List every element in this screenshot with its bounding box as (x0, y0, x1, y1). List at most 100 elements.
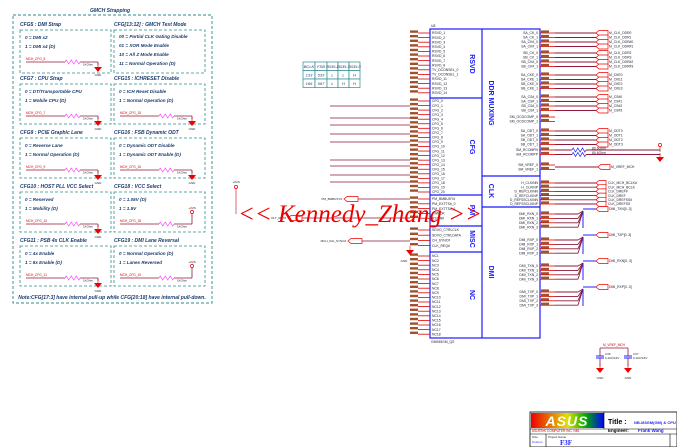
pin-name: RSVD_7 (432, 59, 445, 63)
strap-option-text: 00 = Partial CLK Gating Disable (119, 34, 188, 39)
net-wire (577, 262, 584, 280)
pin-name: NC13 (432, 309, 441, 313)
net-label: M_CKE3 (609, 87, 623, 91)
resistor-value: 1KOhm (177, 171, 188, 175)
ground-icon (94, 175, 102, 180)
pin-number-icon (410, 67, 418, 70)
pin-number-icon (410, 162, 418, 165)
pin-name: SM_OCDCOMP_0 (510, 115, 539, 119)
net-wire (577, 288, 584, 306)
strap-net-label: MCH_CFG_19 (120, 273, 141, 277)
pin-name: RSVD_13 (432, 86, 447, 90)
pin-number-icon (541, 30, 549, 33)
pin-name: PM_EXTTS#_1 (432, 207, 456, 211)
pin-number-icon (410, 112, 418, 115)
strap-net-label: MCH_CFG_11 (26, 273, 47, 277)
bus-label: DMI_RXP[0..3] (609, 285, 632, 289)
strap-option-text: 0 = DMI x2 (25, 35, 48, 40)
pin-name: CFG_3 (432, 113, 443, 117)
pin-name: DMI_RXP_3 (519, 251, 538, 255)
table-cell-value: L (331, 73, 333, 78)
pin-number-icon (410, 313, 418, 316)
net-label: M_CKE2 (609, 82, 623, 86)
strap-option-text: 0 = Normal Operation (D) (119, 251, 174, 256)
net-label: M_CS#0 (609, 95, 622, 99)
pin-name: SB_ODT_1 (521, 143, 538, 147)
ground-label: GND (95, 73, 103, 77)
table-cell-value: 133 (306, 73, 313, 78)
pin-name: NC2 (432, 259, 439, 263)
pin-name: DMI_TXP_1 (520, 295, 539, 299)
net-label: M_CLK_DDR#2 (609, 60, 633, 64)
size-value: Custom (532, 440, 543, 444)
pin-number-icon (410, 98, 418, 101)
pin-name: DMI_RXN_2 (519, 221, 538, 225)
net-label: MCH_ICH_SYNC# (321, 239, 347, 243)
pin-number-icon (541, 246, 549, 249)
pin-name: SM_RCOMPN (516, 148, 539, 152)
pin-number-icon (541, 76, 549, 80)
pin-number-icon (410, 148, 418, 151)
capacitor-value: 0.1UF/16V (633, 356, 647, 360)
pin-name: SDVO_CTRLDATA (432, 233, 462, 237)
strap-cell-box (113, 191, 206, 233)
net-label: M_ODT2 (609, 138, 623, 142)
pin-name: DMI_TXN_3 (519, 277, 538, 281)
pin-number-icon (410, 166, 418, 170)
pin-name: SA_CK#_1 (521, 45, 538, 49)
pin-number-icon (410, 327, 418, 330)
pin-number-icon (410, 262, 418, 265)
pin-number-icon (410, 130, 418, 133)
pin-name: NC12 (432, 305, 441, 309)
engineer-value: Frank Wang (638, 428, 664, 433)
pin-name: SB_CKE_0 (521, 82, 538, 86)
resistor-value: 1KOhm (177, 225, 188, 229)
pin-name: RSVD_14 (432, 91, 447, 95)
table-header: BSEL2 (326, 64, 339, 69)
capacitor-ref: C37 (633, 352, 639, 356)
pin-name: DMI_RXP_2 (519, 247, 538, 251)
pin-name: SB_ODT_0 (521, 138, 538, 142)
pin-number-icon (410, 48, 418, 52)
pin-number-icon (410, 125, 418, 129)
project-label: Project Name (548, 435, 567, 439)
strap-option-text: 1 = Mobility (D) (25, 206, 58, 211)
pin-name: SA_CS#_0 (521, 95, 538, 99)
pin-name: SA_CKE_0 (521, 73, 538, 77)
net-label: M_CS#3 (609, 109, 622, 113)
pin-name: D_REFCLKINP (515, 194, 539, 198)
pin-name: CFG_19 (432, 186, 445, 190)
net-connector-icon (347, 238, 363, 244)
pin-number-icon (410, 210, 418, 214)
asus-logo (531, 413, 604, 428)
strap-option-text: 0 = 4x Enable (25, 251, 55, 256)
pin-number-icon (410, 44, 418, 47)
pin-number-icon (410, 171, 418, 174)
pin-name: RSTIN# (432, 216, 444, 220)
pin-name: CFG_10 (432, 145, 445, 149)
net-label: M_CLK_DDR2 (609, 51, 632, 55)
pin-number-icon (541, 137, 549, 140)
pin-number-icon (410, 237, 418, 241)
net-wire (577, 236, 584, 254)
ground-icon (406, 250, 414, 255)
pin-name: SB_CK#_1 (521, 65, 538, 69)
pin-number-icon (410, 175, 418, 179)
ground-icon (596, 368, 604, 373)
pin-name: SB_CKE_1 (521, 87, 538, 91)
net-connector-icon (595, 201, 607, 207)
pin-name: CFG_4 (432, 117, 443, 121)
pin-number-icon (410, 53, 418, 56)
pin-number-icon (410, 143, 418, 147)
strap-option-text: 1 = Normal Operation (D) (25, 152, 80, 157)
pin-number-icon (410, 243, 418, 246)
pin-number-icon (410, 290, 418, 293)
net-connector-icon (595, 107, 609, 114)
pin-number-icon (541, 34, 549, 38)
pin-number-icon (541, 197, 549, 200)
chip-part-number: GM945GM_QS (431, 340, 455, 344)
pin-number-icon (410, 294, 418, 298)
strap-net-label: MCH_CFG_5 (26, 57, 46, 61)
pin-name: SDVO_CTRLCLK (432, 228, 460, 232)
